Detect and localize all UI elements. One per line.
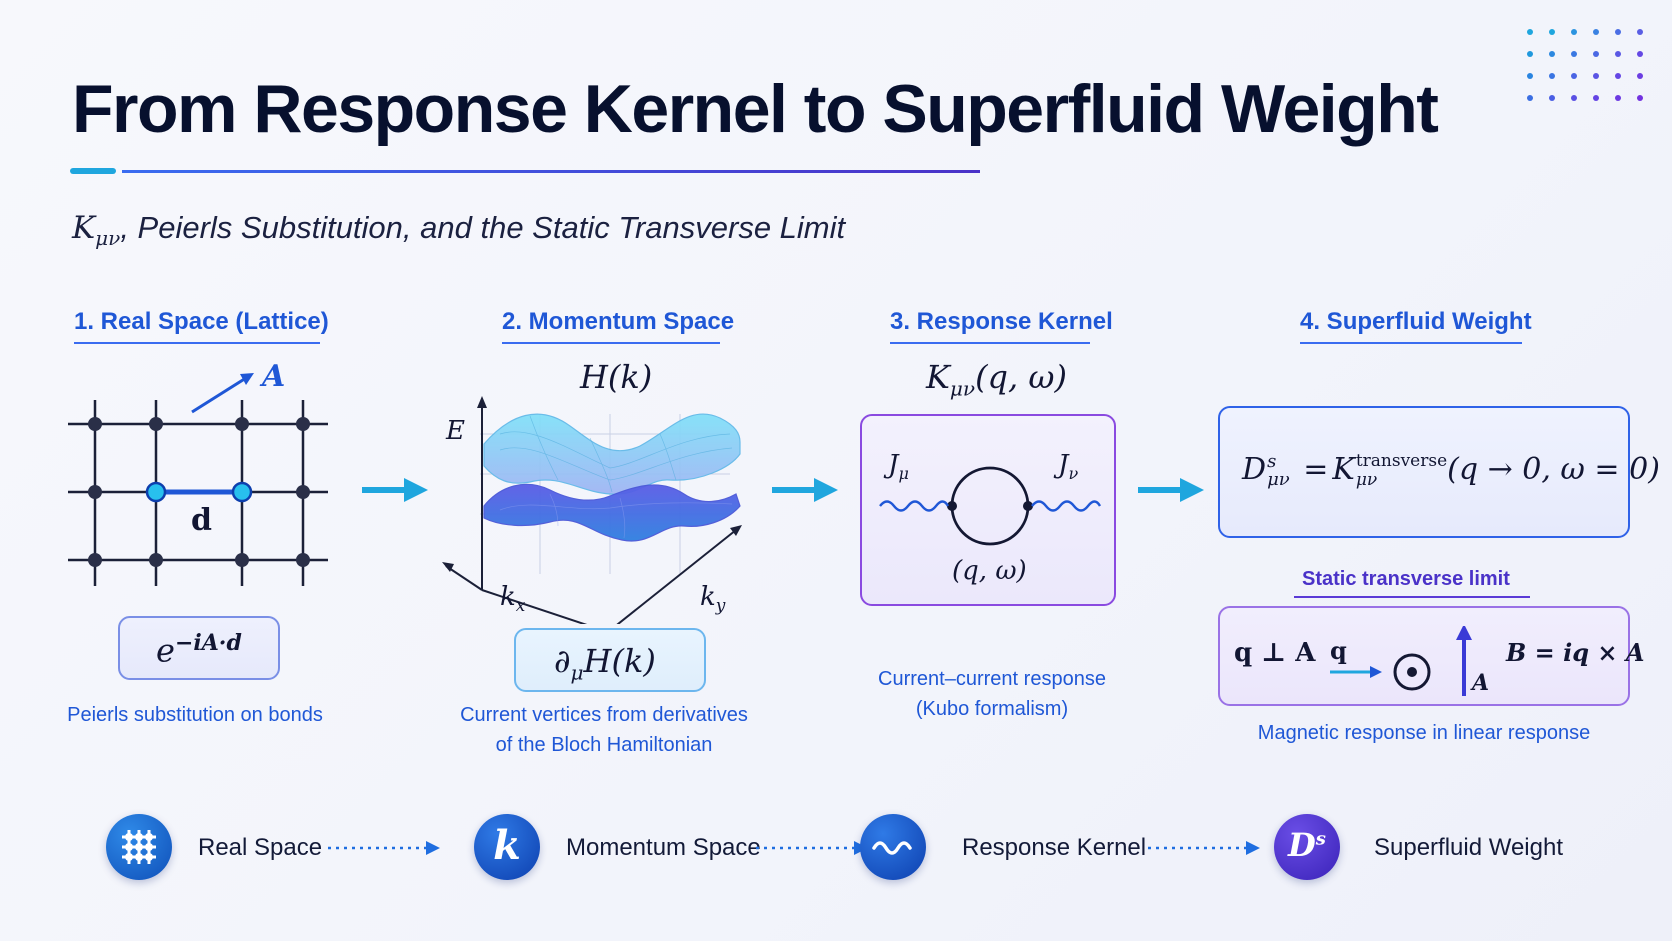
section-2-underline [502, 342, 720, 344]
kx-axis-label: kx [500, 582, 526, 617]
section-4-underline [1300, 342, 1522, 344]
page-title: From Response Kernel to Superfluid Weigh… [72, 71, 1439, 147]
section-2-heading: 2. Momentum Space [502, 308, 735, 335]
section-arrow-2 [772, 478, 838, 502]
right-current-vertex: Jν [1058, 450, 1079, 484]
left-current-vertex: Jμ [888, 450, 909, 484]
flow-step-superfluid-weight-icon: Ds [1274, 814, 1340, 880]
subtitle-symbol-sub: μν [95, 226, 121, 251]
section-3-underline [890, 342, 1090, 344]
section-3-caption: Current–current response (Kubo formalism… [878, 668, 1106, 720]
static-limit-box: q ⊥ A q A B = iq × A [1218, 606, 1644, 706]
flow-step-response-kernel-icon [860, 814, 926, 880]
peierls-phase-formula: e−iA·d [156, 630, 242, 670]
transverse-condition: q ⊥ A [1234, 638, 1316, 668]
ds-icon: Ds [1288, 826, 1326, 864]
section-arrow-1 [362, 478, 428, 502]
current-bubble-loop [879, 466, 1102, 546]
lattice-site-highlight [145, 481, 167, 503]
loop-momentum-frequency: (q, ω) [952, 556, 1027, 586]
magnetic-field-relation: B = iq × A [1506, 638, 1645, 667]
decorative-dot-grid [1527, 29, 1643, 101]
section-2-caption: Current vertices from derivatives of the… [460, 704, 748, 756]
current-vertex-box: ∂μH(k) [514, 628, 706, 692]
wavevector-label: q [1330, 636, 1347, 665]
section-3-heading: 3. Response Kernel [890, 308, 1113, 335]
section-1-heading: 1. Real Space (Lattice) [74, 308, 329, 335]
static-limit-heading: Static transverse limit [1302, 568, 1510, 590]
flow-step-real-space-icon [106, 814, 172, 880]
subtitle-symbol: K [72, 210, 96, 246]
field-geometry-sketch [1330, 626, 1472, 696]
peierls-phase-box: e−iA·d [118, 616, 280, 680]
flow-step-response-kernel-label: Response Kernel [962, 834, 1147, 861]
section-1-caption: Peierls substitution on bonds [67, 704, 323, 726]
bubble-diagram-box: Jμ Jν (q, ω) [860, 414, 1116, 606]
flow-step-real-space-label: Real Space [198, 834, 323, 861]
current-vertex-formula: ∂μH(k) [554, 642, 656, 685]
section-4-caption: Magnetic response in linear response [1257, 722, 1591, 744]
flow-arrow-1 [328, 841, 440, 855]
subtitle-text: , Peierls Substitution, and the Static T… [120, 210, 846, 245]
section-4-heading: 4. Superfluid Weight [1300, 308, 1532, 335]
vector-potential-label: A [262, 359, 286, 394]
energy-axis-label: E [446, 416, 465, 446]
bond-vector-label: d [191, 503, 212, 538]
grid-icon [122, 830, 156, 864]
wave-icon [872, 841, 912, 855]
k-icon: k [493, 822, 521, 869]
flow-arrow-3 [1148, 841, 1260, 855]
section-arrow-3 [1138, 478, 1204, 502]
flow-step-momentum-space-icon: k [474, 814, 540, 880]
section-1-underline [74, 342, 320, 344]
kernel-symbol: Kμν(q, ω) [926, 358, 1067, 401]
flow-step-momentum-space-label: Momentum Space [566, 834, 761, 861]
title-underline [122, 170, 980, 173]
page-subtitle: Kμν, Peierls Substitution, and the Stati… [72, 210, 845, 250]
title-underline-accent [70, 168, 116, 174]
flow-arrow-2 [756, 841, 868, 855]
lattice-site-highlight [231, 481, 253, 503]
ky-axis-label: ky [700, 582, 726, 617]
lattice-diagram [68, 373, 328, 586]
static-limit-underline [1294, 596, 1530, 598]
band-structure-plot [442, 396, 742, 624]
band-plot-title: H(k) [580, 358, 653, 396]
vector-potential-a-label: A [1472, 670, 1490, 696]
flow-step-superfluid-weight-label: Superfluid Weight [1374, 834, 1563, 861]
